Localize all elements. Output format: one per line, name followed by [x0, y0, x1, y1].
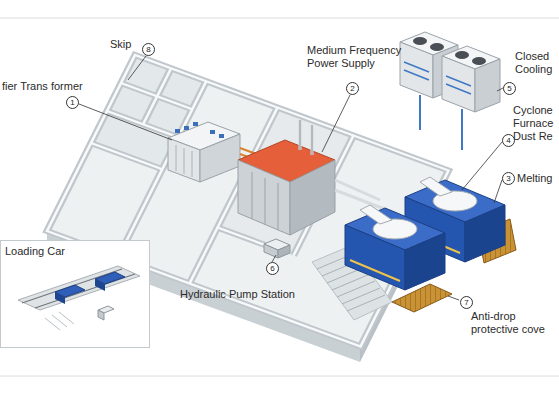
inset-title: Loading Car — [1, 241, 65, 258]
callout-number: 3 — [502, 172, 515, 185]
callout-number: 4 — [502, 134, 515, 147]
inset-panel: Loading Car — [0, 240, 150, 348]
part-label: Anti-drop protective cove — [471, 310, 555, 336]
callout-number: 7 — [460, 296, 473, 309]
callout-number: 5 — [503, 82, 516, 95]
part-label: fier Trans former — [2, 80, 83, 93]
callout-number: 8 — [142, 43, 155, 56]
part-label: Medium Frequency Power Supply — [307, 44, 419, 70]
part-label: Cyclone Furnace Dust Re — [513, 104, 555, 143]
callout-number: 6 — [266, 262, 279, 275]
callout-number: 1 — [66, 96, 79, 109]
callout-number: 2 — [346, 82, 359, 95]
part-label: Melting — [517, 172, 552, 185]
part-label: Skip — [110, 38, 131, 51]
part-label: Hydraulic Pump Station — [180, 288, 295, 301]
part-label: Closed Cooling — [515, 50, 555, 76]
